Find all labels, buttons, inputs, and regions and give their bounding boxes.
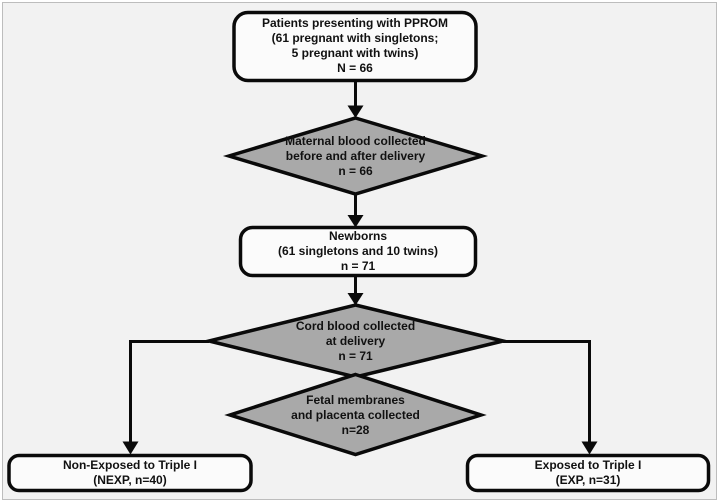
flow-node-fetal-membranes (224, 372, 487, 457)
flow-node-maternal-blood (222, 116, 489, 196)
arrowhead-cord-to-exp (581, 441, 598, 455)
flow-node-exp (465, 453, 711, 493)
arrowhead-patients-to-maternal (347, 105, 364, 118)
flow-node-patients (232, 10, 478, 83)
arrowhead-cord-to-nexp (122, 441, 139, 455)
connector-cord-to-exp (503, 340, 591, 442)
flow-node-newborns (238, 225, 478, 278)
arrowhead-newborns-to-cord (347, 293, 364, 306)
flow-node-nexp (7, 453, 253, 493)
connector-cord-to-nexp (129, 340, 209, 442)
arrowhead-maternal-to-newborns (347, 215, 364, 228)
